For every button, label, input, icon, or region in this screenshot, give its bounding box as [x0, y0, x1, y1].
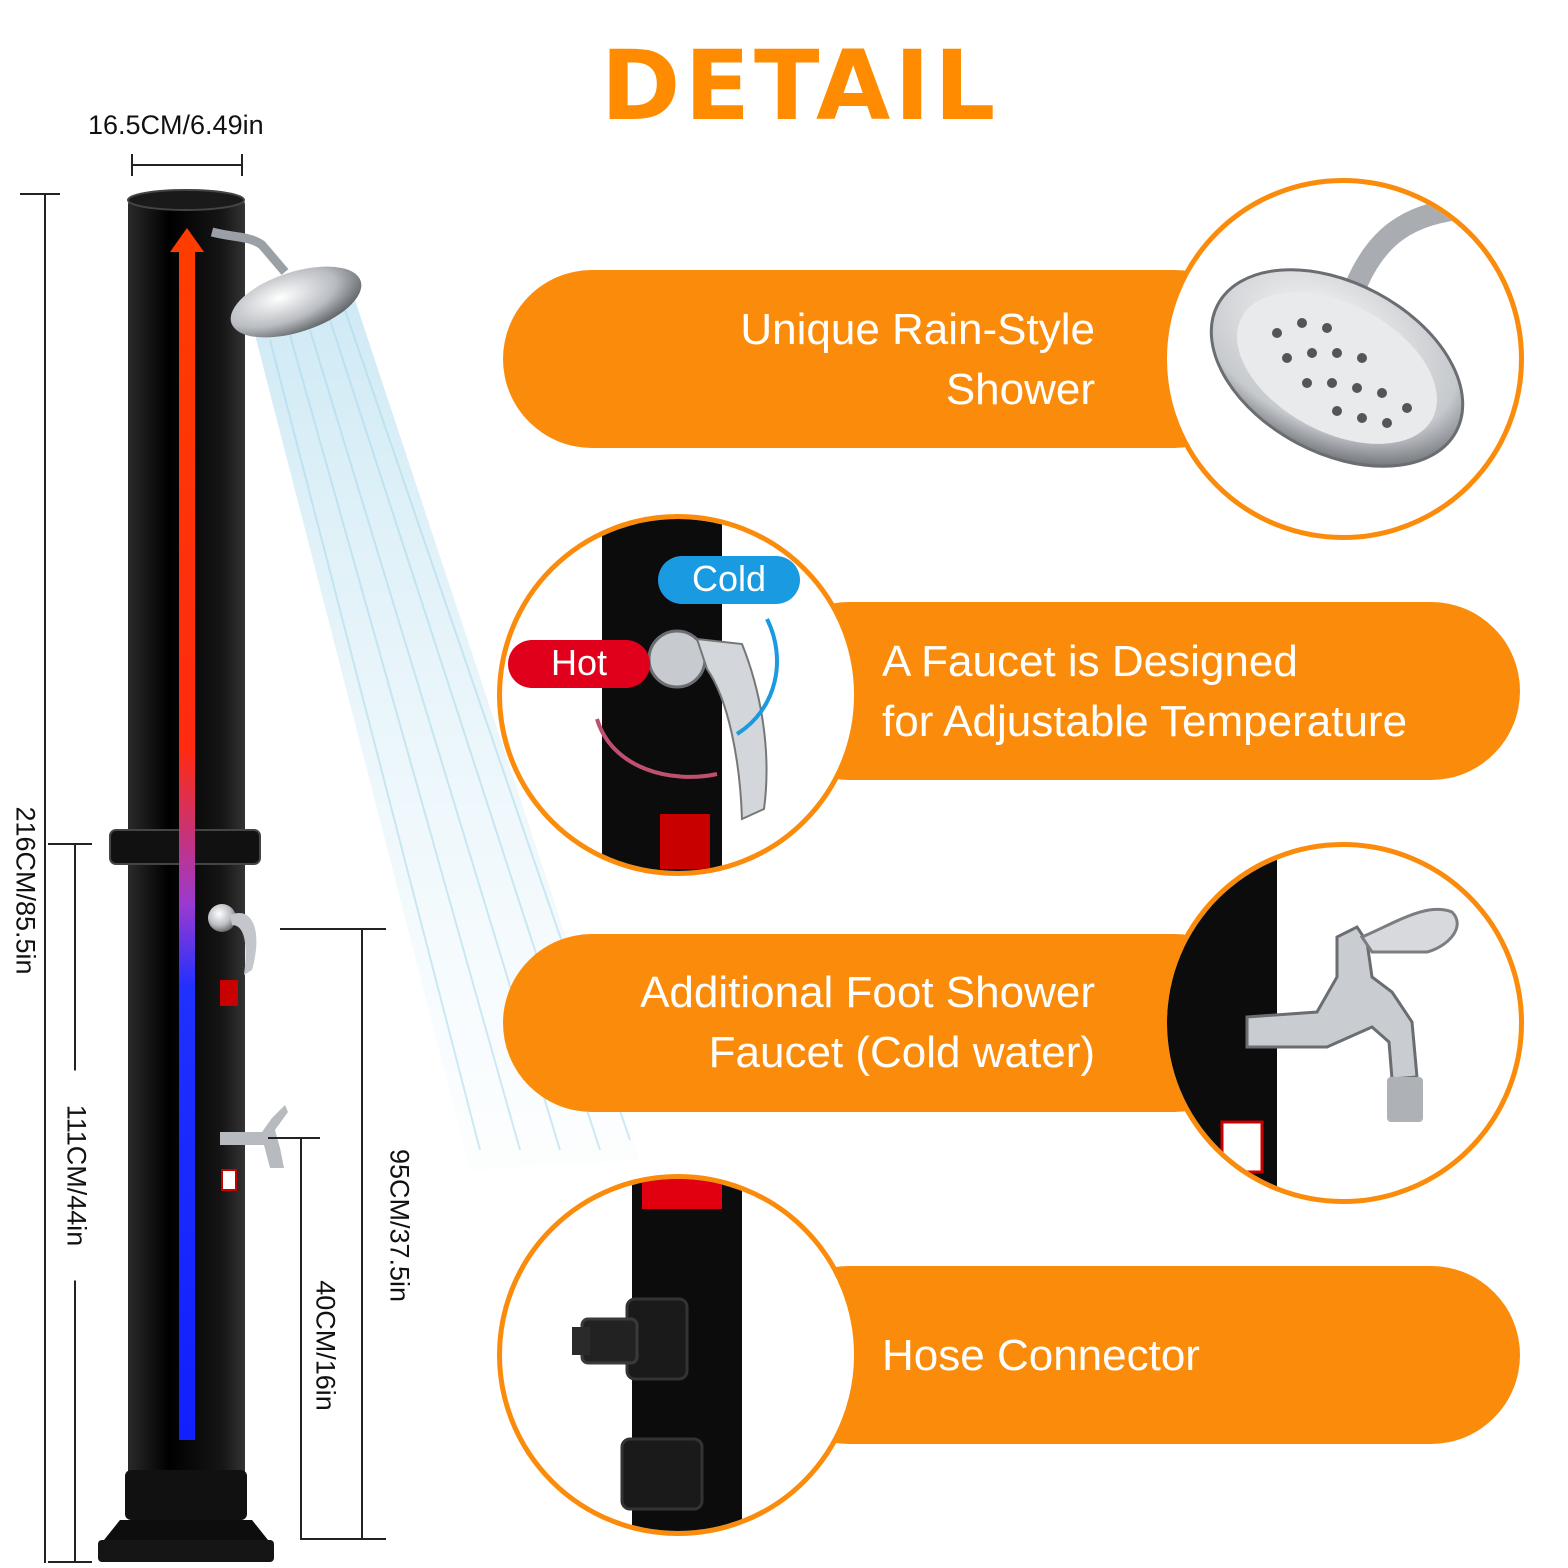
feature-adjustable-temperature	[760, 602, 1520, 780]
foot-faucet	[220, 1105, 288, 1168]
width-dimension-label: 16.5CM/6.49in	[88, 110, 264, 140]
shower-head-icon	[230, 266, 362, 338]
cold-label: Cold	[658, 556, 800, 604]
valve-height-label: 95CM/37.5in	[383, 1110, 415, 1341]
rain-shower-head-icon	[1162, 178, 1524, 540]
feature-adjustable-temperature-line1: A Faucet is Designed	[882, 637, 1298, 686]
hot-label: Hot	[508, 640, 650, 688]
total-height-line	[44, 193, 46, 1563]
lower-height-label: 111CM/44in	[60, 1070, 92, 1281]
feature-foot-shower-line1: Additional Foot Shower	[640, 968, 1095, 1017]
page-title: DETAIL	[600, 30, 1000, 142]
valve-height-line	[361, 928, 363, 1540]
width-dimension-line	[131, 164, 243, 166]
feature-adjustable-temperature-line2: for Adjustable Temperature	[882, 697, 1408, 746]
faucet-height-line	[300, 1137, 302, 1540]
feature-foot-shower	[503, 934, 1263, 1112]
feature-rain-shower-line2: Shower	[945, 365, 1095, 414]
hose-connector-icon	[497, 1174, 859, 1536]
total-height-label: 216CM/85.5in	[9, 780, 41, 1001]
feature-rain-shower	[503, 270, 1263, 448]
faucet-height-label: 40CM/16in	[309, 1245, 341, 1446]
feature-hose-connector	[760, 1266, 1520, 1444]
tap-faucet-icon	[1162, 842, 1524, 1204]
feature-hose-connector-line1: Hose Connector	[882, 1331, 1200, 1380]
mixer-valve	[208, 904, 236, 932]
feature-foot-shower-line2: Faucet (Cold water)	[708, 1028, 1095, 1077]
feature-rain-shower-line1: Unique Rain-Style	[740, 305, 1095, 354]
temperature-arrow	[179, 250, 195, 1440]
pole-base	[125, 1470, 247, 1520]
